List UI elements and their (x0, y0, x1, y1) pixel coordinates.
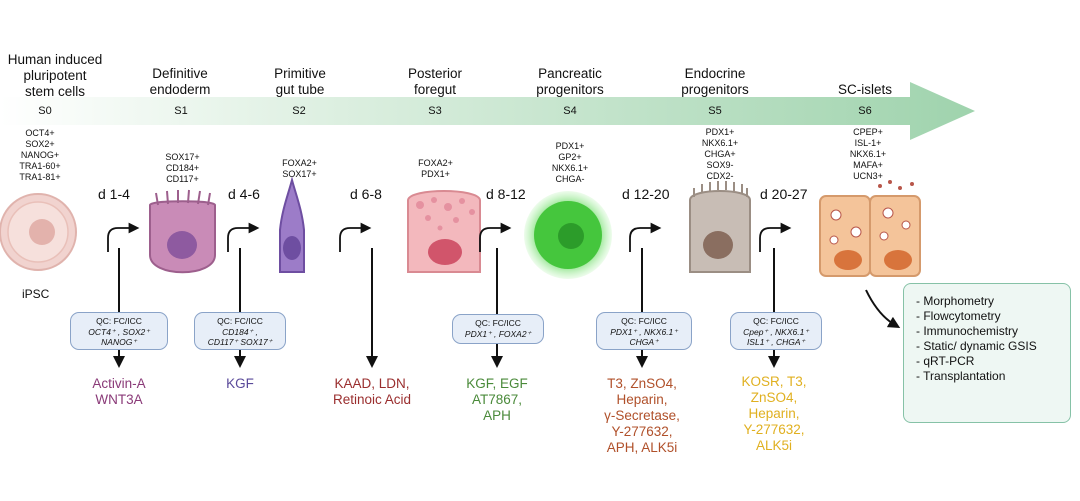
ipsc-cell (0, 193, 77, 271)
qc-box-s0: QC: FC/ICC OCT4⁺ , SOX2⁺ NANOG⁺ (70, 312, 168, 350)
qc-line: OCT4⁺ , SOX2⁺ (88, 326, 150, 337)
qc-box-s3: QC: FC/ICC PDX1⁺ , FOXA2⁺ (452, 314, 544, 344)
factors-s5: T3, ZnSO4, Heparin, γ-Secretase, Y-27763… (604, 376, 680, 455)
sc-islet-cells (819, 180, 921, 277)
qc-box-s5: QC: FC/ICC Cpep⁺ , NKX6.1⁺ ISL1⁺ , CHGA⁺ (730, 312, 822, 350)
stage-title-s5: Endocrine progenitors (681, 66, 749, 97)
readout-box: - Morphometry - Flowcytometry - Immunoch… (903, 283, 1071, 423)
qc-box-s4: QC: FC/ICC PDX1⁺ , NKX6.1⁺ CHGA⁺ (596, 312, 692, 350)
factors-s2: KGF (226, 376, 254, 391)
stage-code-s2: S2 (292, 105, 306, 117)
stage-code-s0: S0 (38, 105, 52, 117)
qc-line: CD117⁺ SOX17⁺ (207, 337, 273, 347)
day-range-3: d 6-8 (350, 186, 382, 202)
definitive-endoderm-cell (149, 189, 216, 274)
markers-s0: OCT4+ SOX2+ NANOG+ TRA1-60+ TRA1-81+ (19, 128, 61, 182)
qc-line: CD184⁺ , (222, 326, 258, 337)
qc-title: QC: FC/ICC (475, 318, 521, 328)
qc-line: CHGA⁺ (629, 337, 659, 347)
readout-item: - Morphometry (916, 294, 995, 308)
qc-title: QC: FC/ICC (96, 316, 142, 326)
day-range-6: d 20-27 (760, 186, 808, 202)
qc-line: ISL1⁺ , CHGA⁺ (746, 337, 806, 347)
stage-title-s0: Human induced pluripotent stem cells (7, 52, 103, 99)
ipsc-label: iPSC (22, 287, 50, 301)
factors-s3: KAAD, LDN, Retinoic Acid (332, 376, 412, 407)
factors-s4: KGF, EGF AT7867, APH (466, 376, 528, 423)
markers-s3: FOXA2+ PDX1+ (418, 158, 453, 179)
stage-title-s3: Posterior foregut (407, 66, 463, 97)
stage-code-s3: S3 (428, 105, 442, 117)
factors-s6: KOSR, T3, ZnSO4, Heparin, Y-277632, ALK5… (741, 374, 807, 453)
posterior-foregut-cell (407, 190, 481, 273)
stage-code-s6: S6 (858, 105, 872, 117)
readout-item: - Immunochemistry (916, 324, 1019, 338)
endocrine-progenitor-cell (689, 181, 751, 273)
readout-item: - Transplantation (916, 369, 1006, 383)
timeline-arrow (0, 82, 975, 140)
stage-title-s1: Definitive endoderm (149, 66, 211, 97)
qc-title: QC: FC/ICC (217, 316, 263, 326)
stage-title-s6: SC-islets (837, 82, 892, 97)
stage-title-s4: Pancreatic progenitors (536, 66, 604, 97)
readout-item: - Static/ dynamic GSIS (916, 339, 1037, 353)
stage-code-s1: S1 (174, 105, 188, 117)
step-arrows (107, 222, 792, 252)
markers-s6: CPEP+ ISL-1+ NKX6.1+ MAFA+ UCN3+ (849, 127, 887, 181)
qc-line: PDX1⁺ , FOXA2⁺ (464, 328, 532, 339)
stage-code-s5: S5 (708, 105, 722, 117)
readout-item: - qRT-PCR (916, 354, 975, 368)
day-range-5: d 12-20 (622, 186, 670, 202)
qc-line: NANOG⁺ (101, 337, 137, 347)
readout-arrow (865, 289, 901, 329)
day-range-1: d 1-4 (98, 186, 130, 202)
day-range-2: d 4-6 (228, 186, 260, 202)
stage-title-s2: Primitive gut tube (274, 66, 326, 97)
markers-s2: FOXA2+ SOX17+ (282, 158, 317, 179)
markers-s4: PDX1+ GP2+ NKX6.1+ CHGA- (551, 141, 589, 184)
qc-line: PDX1⁺ , NKX6.1⁺ (610, 326, 678, 337)
readout-item: - Flowcytometry (916, 309, 1001, 323)
qc-title: QC: FC/ICC (621, 316, 667, 326)
day-range-4: d 8-12 (486, 186, 526, 202)
qc-box-s1: QC: FC/ICC CD184⁺ , CD117⁺ SOX17⁺ (194, 312, 286, 350)
factors-s1: Activin-A WNT3A (92, 376, 146, 407)
qc-title: QC: FC/ICC (753, 316, 799, 326)
stage-code-s4: S4 (563, 105, 577, 117)
qc-line: Cpep⁺ , NKX6.1⁺ (743, 326, 809, 337)
markers-s5: PDX1+ NKX6.1+ CHGA+ SOX9- CDX2- (701, 127, 739, 181)
markers-s1: SOX17+ CD184+ CD117+ (165, 152, 200, 184)
pancreatic-progenitor-cell (524, 191, 612, 279)
primitive-gut-tube-cell (279, 176, 305, 273)
